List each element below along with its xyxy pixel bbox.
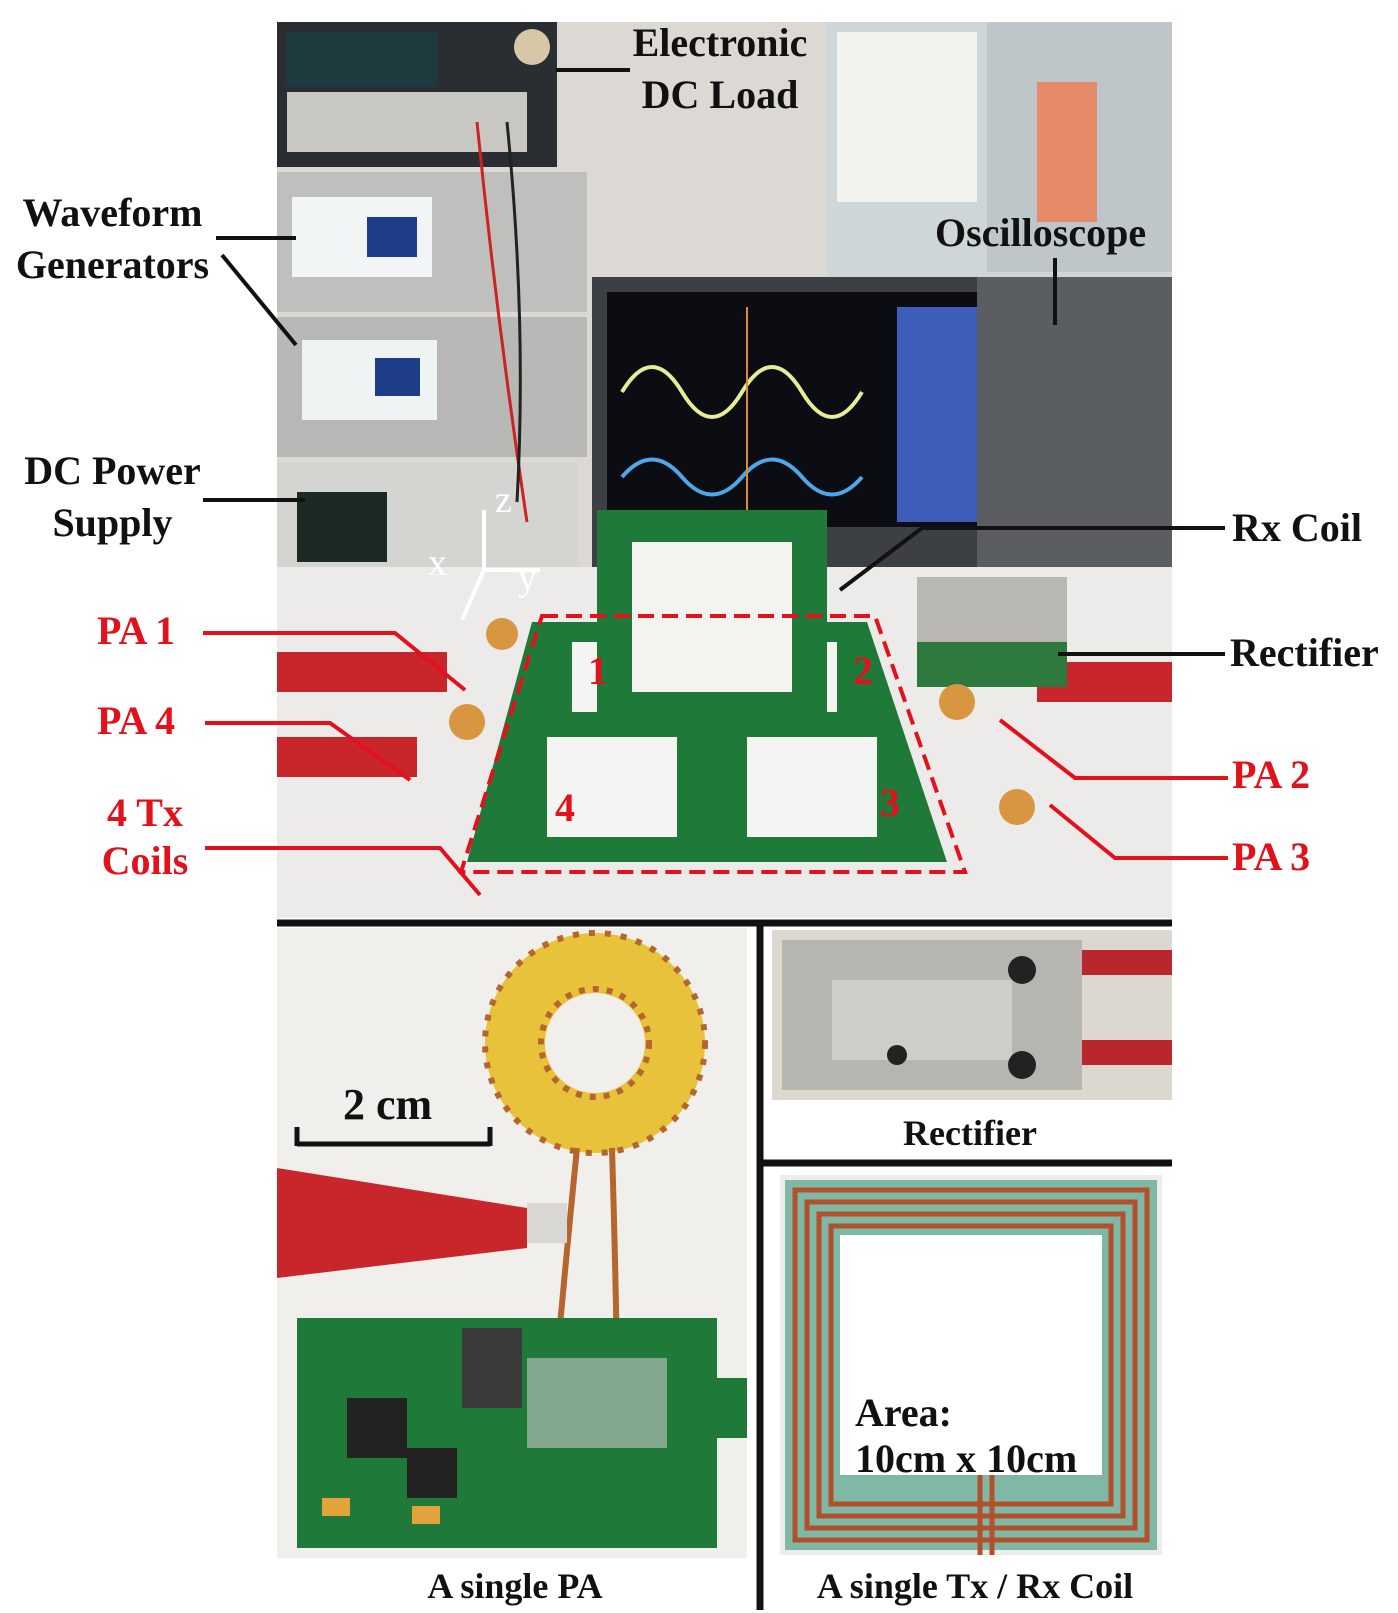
area-label: Area: 10cm x 10cm <box>855 1390 1077 1482</box>
area-line-1: Area: <box>855 1390 952 1435</box>
rectifier-label: Rectifier <box>1230 630 1379 675</box>
area-line-2: 10cm x 10cm <box>855 1436 1078 1481</box>
rx-coil-label: Rx Coil <box>1232 505 1362 550</box>
axis-z-label: z <box>495 479 512 521</box>
electronic-dc-load-line-1: Electronic <box>632 20 808 65</box>
pa3-label: PA 3 <box>1232 834 1311 879</box>
scale-bar-label: 2 cm <box>343 1080 433 1129</box>
single-coil-photo <box>780 1175 1162 1555</box>
electronic-dc-load-label: Electronic DC Load <box>620 20 820 118</box>
caption-single-coil: A single Tx / Rx Coil <box>816 1566 1134 1606</box>
tx-coil-number-3: 3 <box>880 780 900 825</box>
rectifier-photo <box>772 930 1172 1100</box>
caption-single-pa: A single PA <box>427 1566 603 1606</box>
tx-coils-line-1: 4 Tx <box>107 790 183 835</box>
dc-power-supply-label: DC Power Supply <box>10 448 215 546</box>
tx-coils-line-2: Coils <box>101 838 189 883</box>
waveform-generators-label: Waveform Generators <box>5 190 220 288</box>
dc-power-supply-line-2: Supply <box>52 500 173 545</box>
pa1-label: PA 1 <box>97 608 176 653</box>
axis-x-label: x <box>428 542 447 584</box>
caption-rectifier: Rectifier <box>903 1113 1037 1153</box>
waveform-generators-line-2: Generators <box>15 242 210 287</box>
pa2-label: PA 2 <box>1232 752 1311 797</box>
single-pa-photo <box>277 928 747 1558</box>
dc-power-supply-line-1: DC Power <box>24 448 201 493</box>
axis-y-label: y <box>518 557 537 599</box>
pa4-label: PA 4 <box>97 698 176 743</box>
tx-coils-label: 4 Tx Coils <box>80 790 210 884</box>
tx-coil-number-2: 2 <box>853 648 873 693</box>
oscilloscope-label: Oscilloscope <box>935 210 1147 255</box>
setup-photo <box>277 22 1172 918</box>
tx-coil-number-1: 1 <box>588 648 608 693</box>
waveform-generators-line-1: Waveform <box>22 190 203 235</box>
electronic-dc-load-line-2: DC Load <box>641 72 799 117</box>
tx-coil-number-4: 4 <box>555 785 575 830</box>
